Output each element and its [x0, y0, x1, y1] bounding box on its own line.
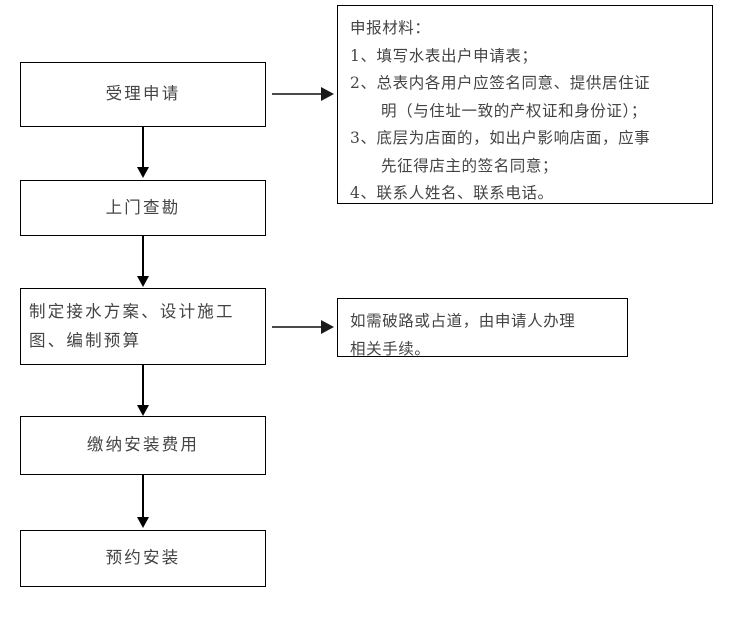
- process-box-label-line1: 制定接水方案、设计施工: [29, 301, 235, 321]
- process-box-onsite-survey[interactable]: 上门查勘: [20, 180, 266, 236]
- connector-line-step2-to-step3: [142, 236, 144, 278]
- connector-arrowhead-step1-to-materials: [321, 87, 334, 101]
- note-item-3-continued: 先征得店主的签名同意；: [381, 156, 559, 175]
- process-box-label: 预约安装: [105, 548, 181, 568]
- process-box-label-line2: 图、编制预算: [29, 330, 142, 350]
- connector-arrowhead-step4-to-step5: [137, 517, 149, 528]
- note-road-line2: 相关手续。: [350, 339, 431, 358]
- note-box-road-permit: 如需破路或占道，由申请人办理 相关手续。: [337, 298, 628, 358]
- connector-arrowhead-step2-to-step3: [137, 276, 149, 287]
- note-item-4: 4、联系人姓名、联系电话。: [350, 184, 554, 203]
- connector-line-step3-to-road-note: [272, 326, 322, 328]
- process-box-label: 缴纳安装费用: [86, 435, 200, 455]
- connector-line-step4-to-step5: [142, 475, 144, 519]
- connector-line-step1-to-materials: [272, 93, 322, 95]
- process-box-schedule-installation[interactable]: 预约安装: [20, 530, 266, 587]
- process-box-accept-application[interactable]: 受理申请: [20, 62, 266, 127]
- connector-line-step3-to-step4: [142, 365, 144, 407]
- connector-line-step1-to-step2: [142, 127, 144, 169]
- note-item-2-continued: 明（与住址一致的产权证和身份证）；: [381, 101, 647, 120]
- process-box-label: 上门查勘: [105, 197, 181, 217]
- connector-arrowhead-step1-to-step2: [137, 167, 149, 178]
- note-item-1: 1、填写水表出户申请表；: [350, 46, 538, 65]
- process-box-pay-installation-fee[interactable]: 缴纳安装费用: [20, 416, 266, 475]
- note-box-required-materials: 申报材料： 1、填写水表出户申请表； 2、总表内各用户应签名同意、提供居住证 明…: [337, 5, 713, 204]
- process-box-label: 受理申请: [105, 84, 181, 104]
- note-item-3: 3、底层为店面的，如出户影响店面，应事: [350, 129, 651, 148]
- note-road-line1: 如需破路或占道，由申请人办理: [350, 312, 576, 330]
- note-heading: 申报材料：: [350, 19, 431, 37]
- process-box-design-plan[interactable]: 制定接水方案、设计施工 图、编制预算: [20, 288, 266, 365]
- note-item-2: 2、总表内各用户应签名同意、提供居住证: [350, 74, 651, 93]
- process-box-label-multiline: 制定接水方案、设计施工 图、编制预算: [29, 298, 259, 356]
- connector-arrowhead-step3-to-step4: [137, 405, 149, 416]
- connector-arrowhead-step3-to-road-note: [321, 320, 334, 334]
